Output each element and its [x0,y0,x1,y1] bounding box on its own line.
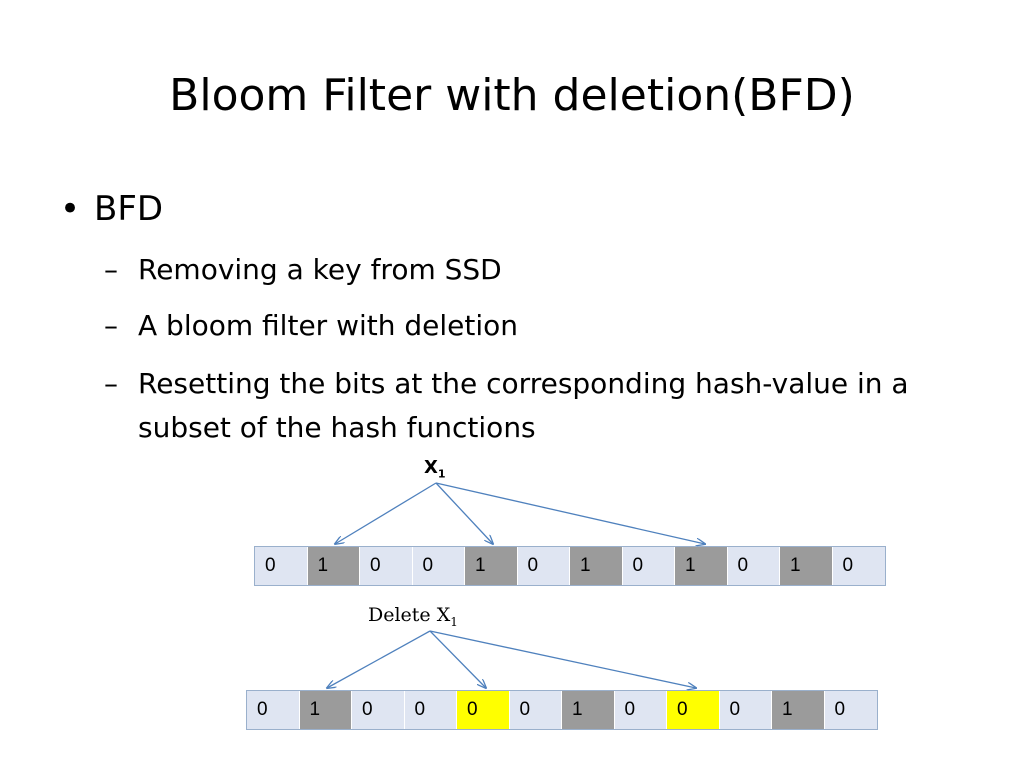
bit-cell: 0 [457,691,510,729]
bit-cell: 0 [824,691,877,729]
bit-cell: 1 [299,691,352,729]
hash-arrow-3 [429,630,696,688]
delete-label: Delete X1 [368,602,458,635]
bit-cell: 1 [675,547,728,585]
key-label: X1 [424,456,446,487]
bit-cell: 0 [517,547,570,585]
bit-cell: 0 [614,691,667,729]
sub-bullet-text: A bloom filter with deletion [138,309,519,342]
sub-bullet-text: Removing a key from SSD [138,253,502,286]
hash-arrow-1 [335,482,437,544]
hash-arrow-3 [435,482,705,544]
bit-cell: 0 [360,547,413,585]
bit-cell: 1 [570,547,623,585]
bit-cell: 0 [352,691,405,729]
bit-cell: 0 [667,691,720,729]
bit-cell: 0 [622,547,675,585]
sub-bullet-resetting-bits: – Resetting the bits at the correspondin… [104,362,984,450]
dash-icon: – [104,309,118,342]
bit-cell: 0 [832,547,885,585]
sub-bullet-bloom-filter: – A bloom filter with deletion [104,304,984,348]
hash-arrow-1 [327,630,431,688]
key-name: X [424,457,438,478]
bit-cell: 1 [562,691,615,729]
bit-cell: 1 [465,547,518,585]
hash-arrow-2 [429,630,486,688]
bit-cell: 0 [727,547,780,585]
bit-cell: 1 [772,691,825,729]
bit-cell: 0 [404,691,457,729]
delete-text: Delete X [368,604,451,626]
dash-icon: – [104,253,118,286]
key-subscript: 1 [437,467,446,481]
slide-title: Bloom Filter with deletion(BFD) [169,70,855,121]
bit-cell: 1 [780,547,833,585]
bit-cell: 0 [719,691,772,729]
arrows-after [327,630,696,688]
bullet-dot-icon: • [60,189,81,229]
bullet-bfd: • BFD [60,188,163,230]
arrows-before [335,482,705,544]
bit-cell: 0 [255,547,308,585]
dash-icon: – [104,367,118,400]
bullet-text: BFD [94,189,164,229]
hash-arrow-2 [435,482,493,544]
sub-bullet-text: Resetting the bits at the corresponding … [138,367,909,444]
bit-cell: 0 [247,691,300,729]
bit-cell: 1 [307,547,360,585]
bit-cell: 0 [412,547,465,585]
sub-bullet-removing-key: – Removing a key from SSD [104,248,984,292]
bit-cell: 0 [509,691,562,729]
delete-subscript: 1 [450,614,458,629]
